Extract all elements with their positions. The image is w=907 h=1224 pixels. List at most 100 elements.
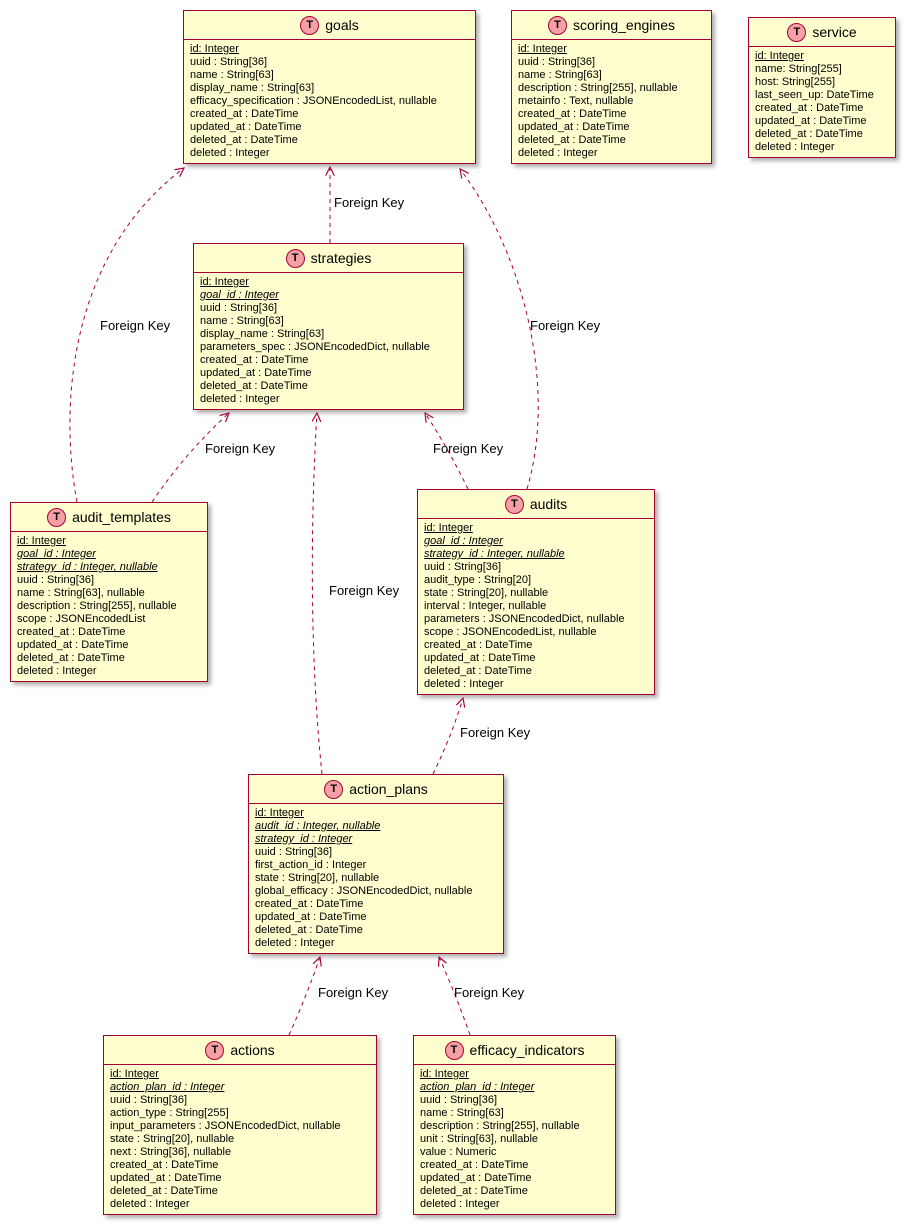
table-field: created_at : DateTime [110,1159,219,1171]
table-field: description : String[255], nullable [518,82,678,94]
table-field: deleted_at : DateTime [17,652,125,664]
table-field: updated_at : DateTime [424,652,536,664]
table-field: deleted_at : DateTime [190,134,298,146]
table-header: T audit_templates [11,503,207,532]
table-field: efficacy_specification : JSONEncodedList… [190,95,437,107]
table-type-icon: T [300,15,320,35]
table-field: id: Integer [518,43,567,55]
fk-edge-label: Foreign Key [329,583,400,598]
table-header: T efficacy_indicators [414,1036,615,1065]
table-field: id: Integer [255,807,304,819]
table-field: updated_at : DateTime [17,639,129,651]
table-field: deleted_at : DateTime [255,924,363,936]
table-field: created_at : DateTime [255,898,364,910]
table-type-icon: T [504,494,524,514]
table-field: deleted : Integer [518,147,598,159]
table-field: uuid : String[36] [17,574,95,586]
table-field: id: Integer [200,276,249,288]
table-name: audit_templates [72,509,171,525]
table-field: updated_at : DateTime [755,115,867,127]
table-field: deleted_at : DateTime [424,665,532,677]
table-field: value : Numeric [420,1146,497,1158]
table-field: name : String[63] [518,69,602,81]
table-field: deleted : Integer [255,937,335,949]
table-field: parameters : JSONEncodedDict, nullable [424,613,625,625]
fk-edge-efficacy_indicators-to-action_plans [437,955,471,1036]
table-field: name : String[63] [190,69,274,81]
table-name: action_plans [349,781,428,797]
table-field: state : String[20], nullable [424,587,549,599]
table-field: deleted_at : DateTime [200,380,308,392]
table-field: uuid : String[36] [110,1094,188,1106]
fk-edge-audits-to-goals [459,167,539,490]
table-field: metainfo : Text, nullable [518,95,634,107]
table-field: goal_id : Integer [200,289,279,301]
table-type-icon: T [285,248,305,268]
table-field: scope : JSONEncodedList, nullable [424,626,597,638]
table-type-icon: T [444,1040,464,1060]
table-field: display_name : String[63] [190,82,315,94]
table-type-icon: T [205,1040,225,1060]
table-field: id: Integer [420,1068,469,1080]
table-header: T audits [418,490,654,519]
table-field: unit : String[63], nullable [420,1133,539,1145]
table-field: id: Integer [755,50,804,62]
fk-edge-audits-to-strategies [424,411,469,490]
table-name: efficacy_indicators [469,1042,585,1058]
table-field: id: Integer [424,522,473,534]
table-field: uuid : String[36] [424,561,502,573]
fk-edge-label: Foreign Key [460,725,531,740]
table-header: T goals [184,11,475,40]
table-field: name: String[255] [755,63,842,75]
table-field: uuid : String[36] [190,56,268,68]
table-field: uuid : String[36] [200,302,278,314]
table-field: updated_at : DateTime [255,911,367,923]
fk-edge-label: Foreign Key [318,985,389,1000]
fk-edge-label: Foreign Key [530,318,601,333]
table-field: host: String[255] [755,76,836,88]
table-field: last_seen_up: DateTime [755,89,874,101]
table-field: updated_at : DateTime [518,121,630,133]
table-field: description : String[255], nullable [17,600,177,612]
table-field: input_parameters : JSONEncodedDict, null… [110,1120,341,1132]
table-field: created_at : DateTime [755,102,864,114]
table-field: name : String[63] [420,1107,504,1119]
table-field: created_at : DateTime [420,1159,529,1171]
table-field: deleted : Integer [424,678,504,690]
table-field: action_plan_id : Integer [110,1081,225,1093]
table-field: audit_type : String[20] [424,574,532,586]
table-field: global_efficacy : JSONEncodedDict, nulla… [255,885,473,897]
table-field: id: Integer [190,43,239,55]
table-field: uuid : String[36] [518,56,596,68]
table-field: created_at : DateTime [200,354,309,366]
table-field: created_at : DateTime [17,626,126,638]
table-field: deleted_at : DateTime [518,134,626,146]
table-field: state : String[20], nullable [110,1133,235,1145]
fk-edge-label: Foreign Key [334,195,405,210]
table-field: display_name : String[63] [200,328,325,340]
table-field: parameters_spec : JSONEncodedDict, nulla… [200,341,430,353]
table-field: deleted_at : DateTime [420,1185,528,1197]
table-name: scoring_engines [573,17,675,33]
table-field: uuid : String[36] [255,846,333,858]
table-field: uuid : String[36] [420,1094,498,1106]
table-field: action_plan_id : Integer [420,1081,535,1093]
table-field: updated_at : DateTime [190,121,302,133]
table-field: first_action_id : Integer [255,859,367,871]
table-field: deleted : Integer [17,665,97,677]
table-field: goal_id : Integer [424,535,503,547]
table-field: deleted : Integer [190,147,270,159]
table-field: deleted : Integer [420,1198,500,1210]
